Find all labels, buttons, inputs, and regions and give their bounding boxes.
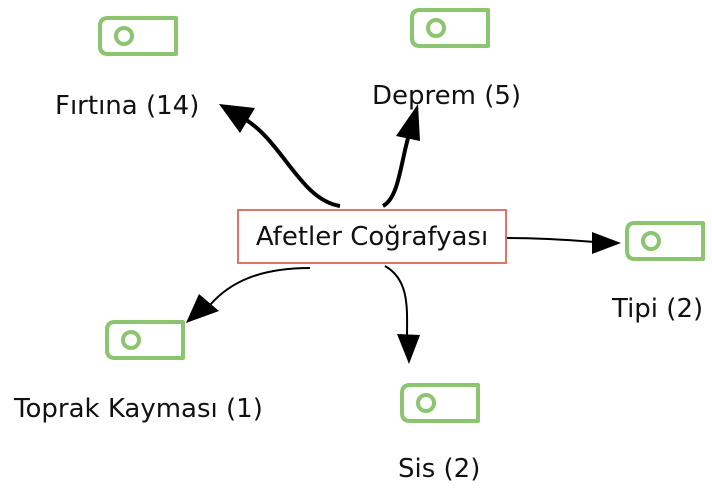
- tag-icon[interactable]: [410, 8, 490, 48]
- topic-label-tipi[interactable]: Tipi (2): [612, 294, 704, 324]
- tag-icon[interactable]: [98, 16, 178, 56]
- arrowhead-tipi: [592, 232, 621, 254]
- topic-label-toprak-kaymasi[interactable]: Toprak Kayması (1): [14, 394, 263, 424]
- arrowhead-toprak-kaymasi: [186, 294, 219, 323]
- central-topic-label: Afetler Coğrafyası: [255, 221, 489, 252]
- tag-icon[interactable]: [625, 221, 705, 261]
- tag-icon[interactable]: [400, 383, 480, 423]
- topic-label-sis[interactable]: Sis (2): [398, 454, 481, 484]
- connector-firtina: [242, 116, 341, 208]
- arrowhead-sis: [397, 334, 420, 364]
- central-topic-node[interactable]: Afetler Coğrafyası: [237, 209, 507, 264]
- arrowhead-deprem: [396, 104, 420, 141]
- topic-label-deprem[interactable]: Deprem (5): [372, 81, 522, 111]
- connector-toprak-kaymasi: [209, 267, 311, 306]
- connector-tipi: [506, 237, 596, 243]
- arrowhead-firtina: [219, 104, 255, 133]
- connector-deprem: [381, 137, 410, 208]
- connector-sis: [384, 265, 409, 339]
- topic-label-firtina[interactable]: Fırtına (14): [55, 91, 200, 121]
- tag-icon[interactable]: [105, 320, 185, 360]
